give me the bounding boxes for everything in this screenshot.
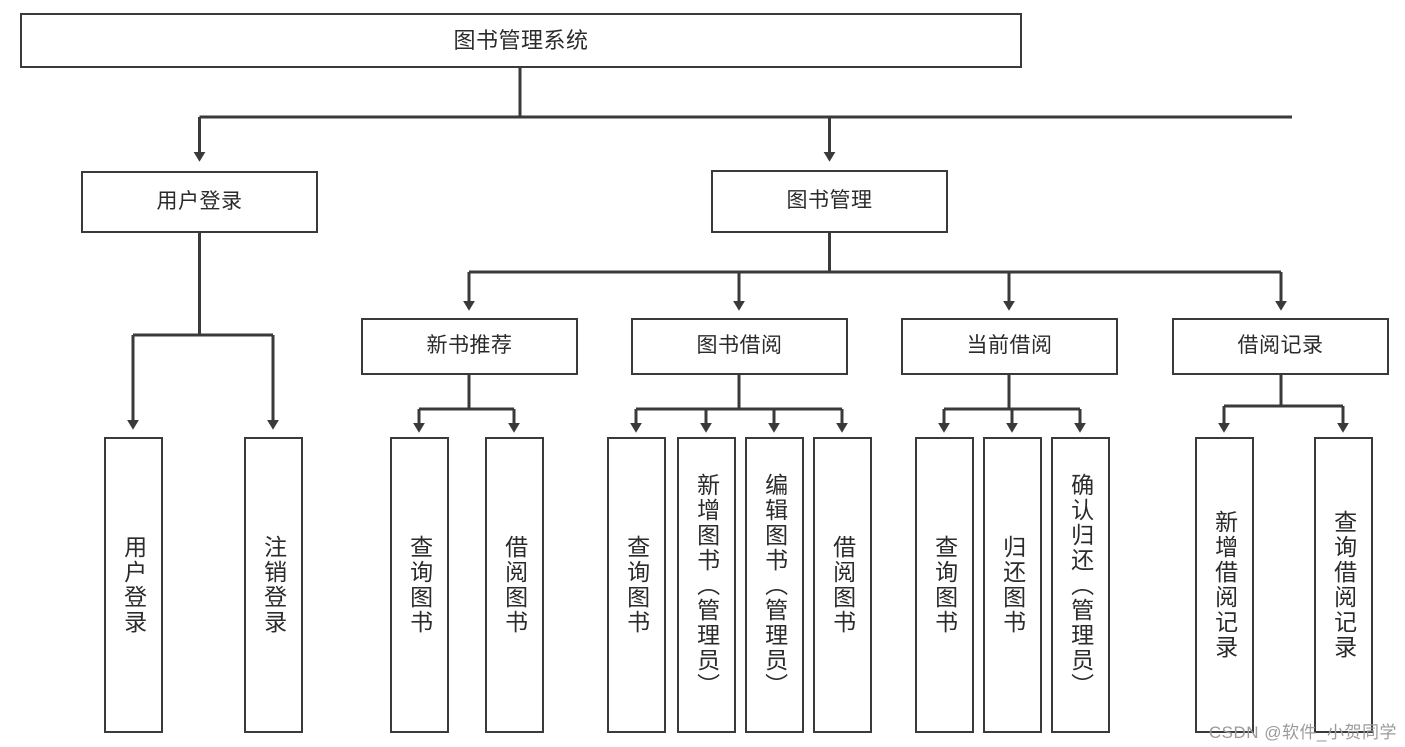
node-label: 新书推荐 [426, 334, 513, 358]
leaf-new-book-borrow[interactable]: 借阅图书 [485, 437, 544, 733]
node-label: 确认归还（管理员） [1067, 472, 1094, 698]
node-new-book-recommend[interactable]: 新书推荐 [361, 318, 578, 375]
leaf-book-borrow-borrow[interactable]: 借阅图书 [813, 437, 872, 733]
node-label: 编辑图书（管理员） [761, 472, 788, 698]
node-root-system[interactable]: 图书管理系统 [20, 13, 1022, 68]
node-label: 注销登录 [260, 535, 287, 635]
node-label: 用户登录 [120, 535, 147, 635]
node-label: 查询图书 [623, 535, 650, 635]
leaf-current-borrow-confirm-return[interactable]: 确认归还（管理员） [1051, 437, 1110, 733]
node-label: 查询借阅记录 [1330, 510, 1357, 660]
node-label: 当前借阅 [966, 334, 1053, 358]
leaf-user-login-logout[interactable]: 注销登录 [244, 437, 303, 733]
node-borrow-record[interactable]: 借阅记录 [1172, 318, 1389, 375]
node-book-borrow[interactable]: 图书借阅 [631, 318, 848, 375]
node-label: 新增图书（管理员） [693, 472, 720, 698]
node-label: 查询图书 [406, 535, 433, 635]
leaf-new-book-query[interactable]: 查询图书 [390, 437, 449, 733]
node-label: 查询图书 [931, 535, 958, 635]
node-label: 归还图书 [999, 535, 1026, 635]
node-label: 图书借阅 [696, 334, 783, 358]
node-user-login[interactable]: 用户登录 [81, 171, 318, 233]
leaf-book-borrow-add[interactable]: 新增图书（管理员） [677, 437, 736, 733]
leaf-user-login-login[interactable]: 用户登录 [104, 437, 163, 733]
leaf-borrow-record-add[interactable]: 新增借阅记录 [1195, 437, 1254, 733]
leaf-borrow-record-query[interactable]: 查询借阅记录 [1314, 437, 1373, 733]
node-current-borrow[interactable]: 当前借阅 [901, 318, 1118, 375]
node-label: 借阅记录 [1237, 334, 1324, 358]
node-label: 图书管理系统 [453, 27, 589, 53]
node-label: 借阅图书 [501, 535, 528, 635]
node-book-management[interactable]: 图书管理 [711, 170, 948, 233]
node-label: 借阅图书 [829, 535, 856, 635]
leaf-current-borrow-return[interactable]: 归还图书 [983, 437, 1042, 733]
node-label: 用户登录 [156, 189, 243, 213]
node-label: 新增借阅记录 [1211, 510, 1238, 660]
leaf-book-borrow-query[interactable]: 查询图书 [607, 437, 666, 733]
leaf-current-borrow-query[interactable]: 查询图书 [915, 437, 974, 733]
csdn-watermark: CSDN @软件_小贺同学 [1208, 723, 1397, 742]
node-label: 图书管理 [786, 189, 873, 213]
leaf-book-borrow-edit[interactable]: 编辑图书（管理员） [745, 437, 804, 733]
